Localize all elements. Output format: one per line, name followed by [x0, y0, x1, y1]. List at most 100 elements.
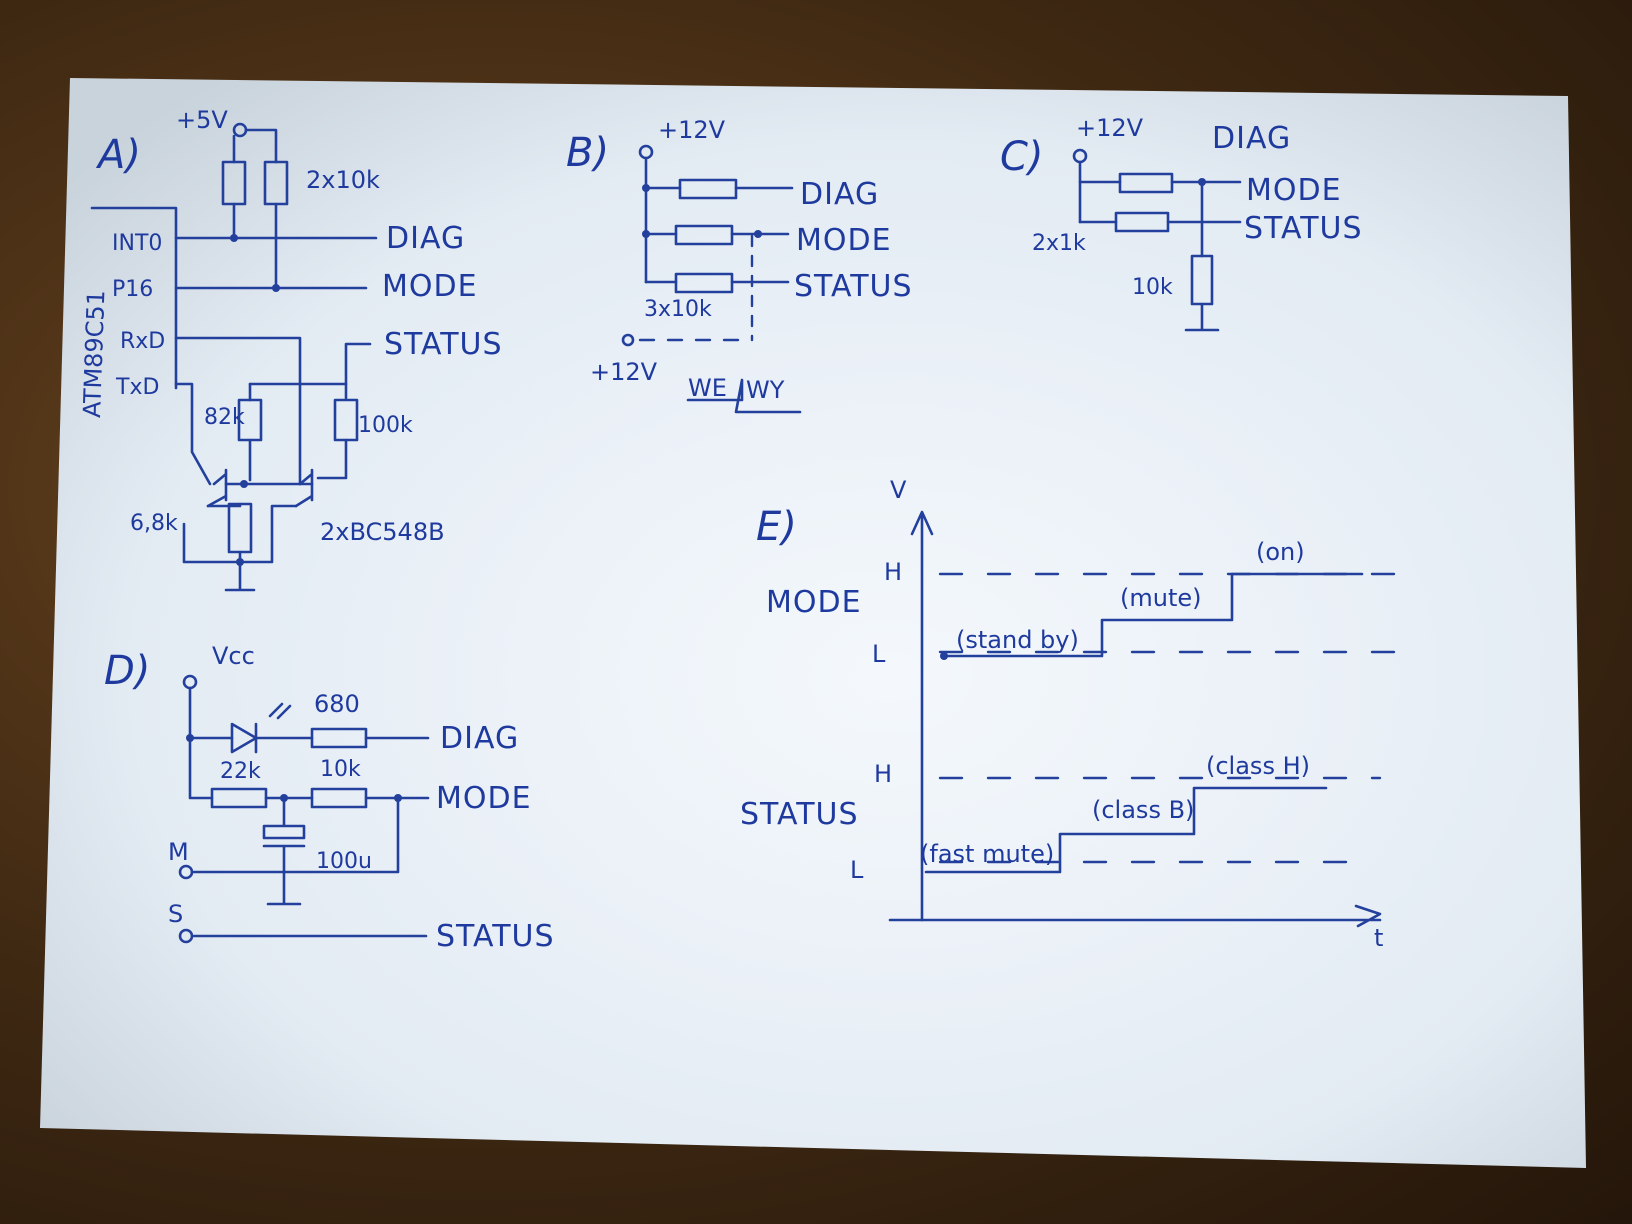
d-diag-label: DIAG: [440, 721, 519, 756]
a-junction-1: [230, 234, 238, 242]
mode-state-on: (on): [1256, 538, 1305, 566]
d-r2-label: 10k: [320, 757, 361, 782]
pin-p16-label: P16: [112, 277, 153, 302]
section-c-label: C): [1000, 134, 1044, 180]
d-switch-m-terminal: [178, 864, 194, 880]
pin-txd-label: TxD: [115, 375, 159, 400]
d-capacitor: [262, 796, 306, 906]
x-axis-label: t: [1374, 924, 1383, 952]
chip-outline: [90, 206, 178, 390]
circuit-c: C) +12V DIAG MODE STATUS 2x1k 10k: [1000, 114, 1363, 332]
b-supply-label: +12V: [658, 116, 726, 144]
c-supply-label: +12V: [1076, 114, 1144, 142]
c-resistor-2: [1114, 211, 1170, 233]
b-mode-label: MODE: [796, 223, 892, 258]
d-r2-resistor: [310, 787, 368, 809]
d-rled-label: 680: [314, 690, 360, 718]
a-remit-label: 6,8k: [130, 511, 178, 536]
a-txd-line: [174, 382, 212, 486]
b-diag-label: DIAG: [800, 177, 879, 212]
c-diag-label: DIAG: [1212, 121, 1291, 156]
b-resistor-1: [678, 178, 738, 200]
d-switch-s-label: S: [168, 900, 183, 928]
section-a-label: A): [95, 132, 141, 178]
d-led-resistor: [310, 727, 368, 749]
c-mode-label: MODE: [1246, 173, 1342, 208]
c-status-label: STATUS: [1244, 211, 1363, 246]
b-switch-underline: [686, 378, 802, 414]
d-switch-m-wire: [192, 796, 400, 874]
b-resistor-2: [674, 224, 734, 246]
b-junction-3: [754, 230, 762, 238]
a-ground-wires: [182, 502, 298, 592]
c-resistors-label: 2x1k: [1032, 231, 1086, 256]
a-pullup-leads: [232, 202, 278, 290]
status-state-fastmute: (fast mute): [920, 840, 1054, 868]
a-transistors-label: 2xBC548B: [320, 518, 445, 546]
a-mode-label: MODE: [382, 269, 478, 304]
a-junction-2: [272, 284, 280, 292]
a-status-label: STATUS: [384, 327, 503, 362]
d-mode-label: MODE: [436, 781, 532, 816]
paper-surface: [40, 78, 1586, 1168]
b-status-label: STATUS: [794, 269, 913, 304]
mode-low-tick: L: [872, 640, 886, 668]
b-resistors-label: 3x10k: [644, 297, 712, 322]
c-resistor-1: [1118, 172, 1174, 194]
a-status-line: [344, 342, 372, 400]
status-signal-label: STATUS: [740, 797, 859, 832]
c-pulldown-label: 10k: [1132, 275, 1173, 300]
a-junction-3: [240, 480, 248, 488]
mode-state-standby: (stand by): [956, 626, 1079, 654]
c-pulldown-wire: [1184, 180, 1220, 332]
x-axis: [888, 904, 1382, 928]
a-supply-wires: [232, 128, 278, 164]
b-switch-in-label: WE: [688, 374, 727, 402]
timing-diagram-e: E) V t MODE STATUS H L H L (stand by) (m…: [740, 476, 1402, 952]
mode-waveform: [942, 572, 1364, 658]
pin-int0-label: INT0: [112, 231, 162, 256]
a-collector-leads: [316, 438, 348, 480]
b-junction-2: [642, 230, 650, 238]
d-junction-1: [186, 734, 194, 742]
status-low-tick: L: [850, 856, 864, 884]
b-switch-terminal: [621, 333, 635, 347]
status-state-classb: (class B): [1092, 796, 1194, 824]
section-b-label: B): [566, 130, 609, 176]
d-switch-m-label: M: [168, 838, 189, 866]
section-e-label: E): [756, 504, 797, 550]
a-diag-label: DIAG: [386, 221, 465, 256]
section-d-label: D): [104, 648, 150, 694]
y-axis-label: V: [890, 476, 907, 504]
d-supply-bus: [188, 686, 214, 800]
d-cap-label: 100u: [316, 849, 372, 874]
d-status-label: STATUS: [436, 919, 555, 954]
a-rxd-line: [174, 336, 302, 486]
pin-rxd-label: RxD: [120, 329, 165, 354]
c-pulldown-resistor: [1190, 254, 1214, 306]
status-high-tick: H: [874, 760, 892, 788]
mode-high-tick: H: [884, 558, 902, 586]
d-switch-s-terminal: [178, 928, 194, 944]
circuit-d: D) Vcc 680 22k 10k 100u M S DIAG MODE ST…: [104, 642, 555, 954]
status-waveform: [924, 786, 1328, 874]
a-junction-4: [236, 558, 244, 566]
a-rcoll-label: 100k: [358, 413, 413, 438]
b-resistor-3: [674, 272, 734, 294]
d-supply-label: Vcc: [212, 642, 255, 670]
a-pullups-label: 2x10k: [306, 166, 380, 194]
b-switch-out-label: WY: [746, 376, 785, 404]
b-switch-supply-label: +12V: [590, 358, 658, 386]
mode-state-mute: (mute): [1120, 584, 1202, 612]
circuit-b: B) +12V DIAG MODE STATUS 3x10k +12V WE W…: [566, 116, 913, 414]
chip-label: ATM89C51: [78, 290, 110, 419]
circuit-a: A) +5V 2x10k ATM89C51 INT0 P16 RxD TxD D…: [78, 106, 503, 592]
status-state-classh: (class H): [1206, 752, 1310, 780]
mode-start-point: [940, 652, 948, 660]
b-junction-1: [642, 184, 650, 192]
mode-signal-label: MODE: [766, 585, 862, 620]
y-axis: [910, 510, 934, 922]
a-supply-label: +5V: [176, 106, 228, 134]
